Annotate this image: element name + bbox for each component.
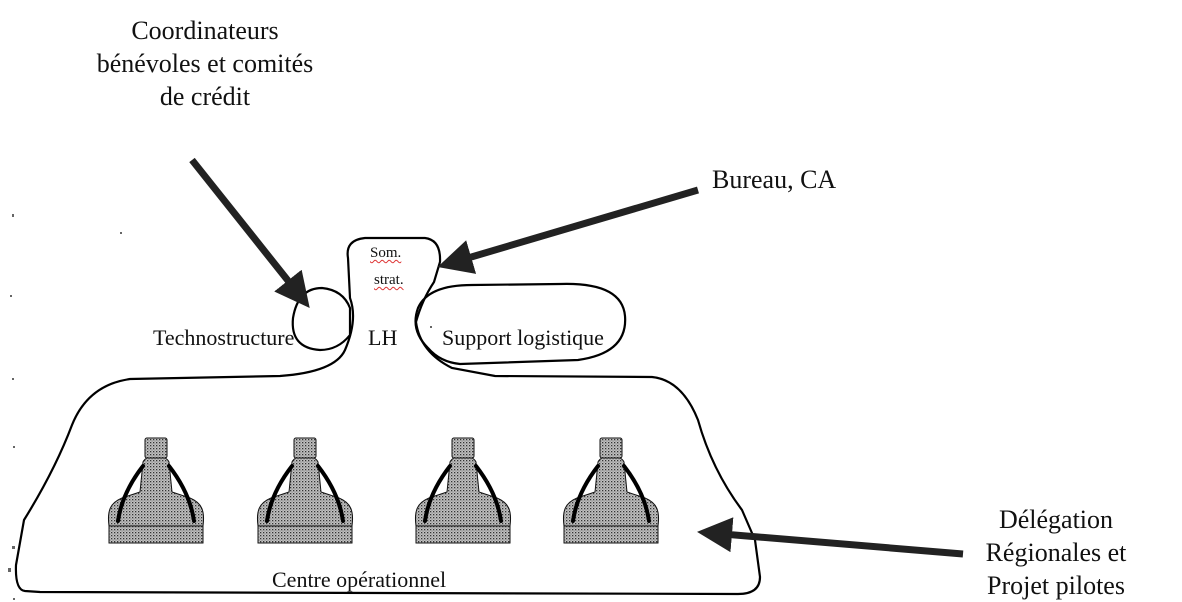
operating-unit-1 — [106, 436, 206, 545]
operating-core-outline — [14, 236, 762, 596]
operating-core-label: Centre opérationnel — [272, 567, 447, 592]
delegation-annotation: Délégation Régionales et Projet pilotes — [985, 505, 1127, 600]
operating-unit-3 — [413, 436, 513, 545]
support-logistics-label: Support logistique — [442, 325, 604, 350]
strategic-apex-label-line1: Som. — [370, 245, 402, 261]
support-outline — [414, 282, 627, 366]
operating-unit-2 — [255, 436, 355, 545]
scan-specks — [8, 214, 432, 600]
coordinators-annotation: Coordinateurs bénévoles et comités de cr… — [96, 16, 314, 111]
arrow-to-strategic-apex — [437, 186, 699, 274]
strategic-apex-label-line2: strat. — [374, 272, 404, 288]
technostructure-label: Technostructure — [153, 325, 295, 350]
technostructure-outline — [291, 286, 352, 352]
board-annotation: Bureau, CA — [712, 165, 837, 194]
arrow-to-technostructure — [189, 157, 310, 308]
middle-line-label: LH — [368, 325, 398, 350]
operating-unit-4 — [561, 436, 661, 545]
arrow-to-operating-units — [697, 517, 964, 558]
